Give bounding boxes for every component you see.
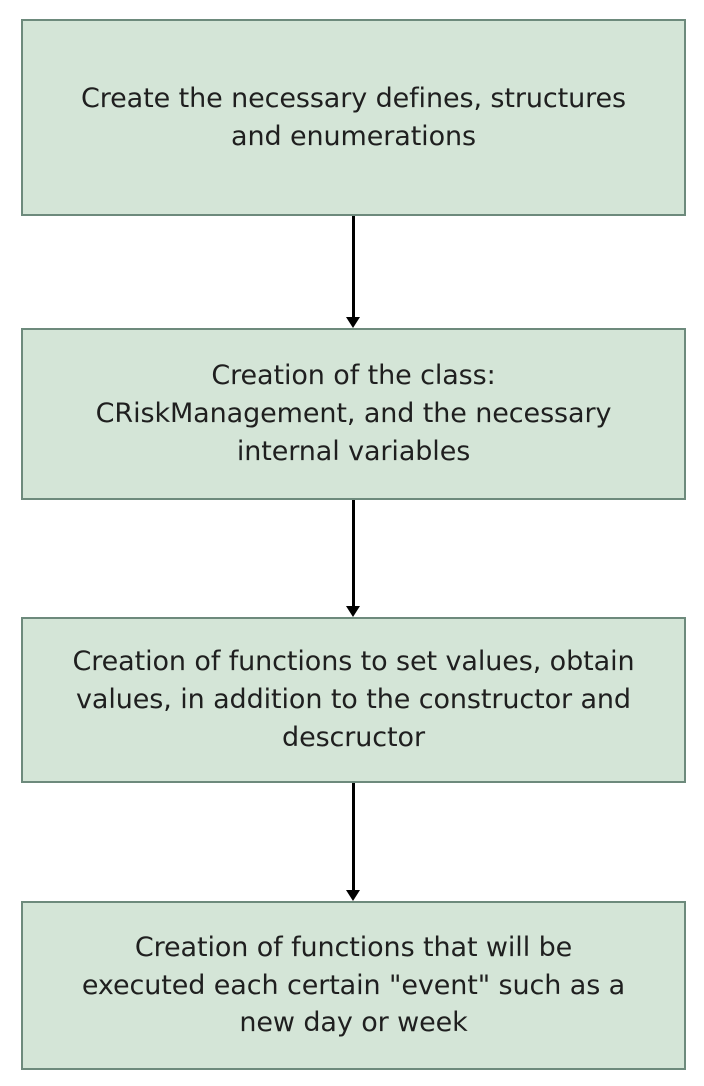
flowchart-edge-2-line — [352, 500, 355, 607]
flowchart-edge-3-line — [352, 783, 355, 891]
flowchart-node-2[interactable]: Creation of the class: CRiskManagement, … — [21, 328, 686, 500]
flowchart-edge-2-arrowhead-icon — [346, 606, 360, 617]
flowchart-edge-1-line — [352, 216, 355, 318]
flowchart-node-3[interactable]: Creation of functions to set values, obt… — [21, 617, 686, 783]
flowchart-edge-3-arrowhead-icon — [346, 890, 360, 901]
flowchart-node-2-label: Creation of the class: CRiskManagement, … — [95, 360, 612, 467]
flowchart-edge-1-arrowhead-icon — [346, 317, 360, 328]
flowchart-node-1-label: Create the necessary defines, structures… — [80, 82, 627, 152]
flowchart-node-1[interactable]: Create the necessary defines, structures… — [21, 19, 686, 216]
flowchart-node-4[interactable]: Creation of functions that will be execu… — [21, 901, 686, 1070]
flowchart-node-4-label: Creation of functions that will be execu… — [81, 931, 626, 1039]
flowchart-node-3-label: Creation of functions to set values, obt… — [72, 646, 635, 753]
